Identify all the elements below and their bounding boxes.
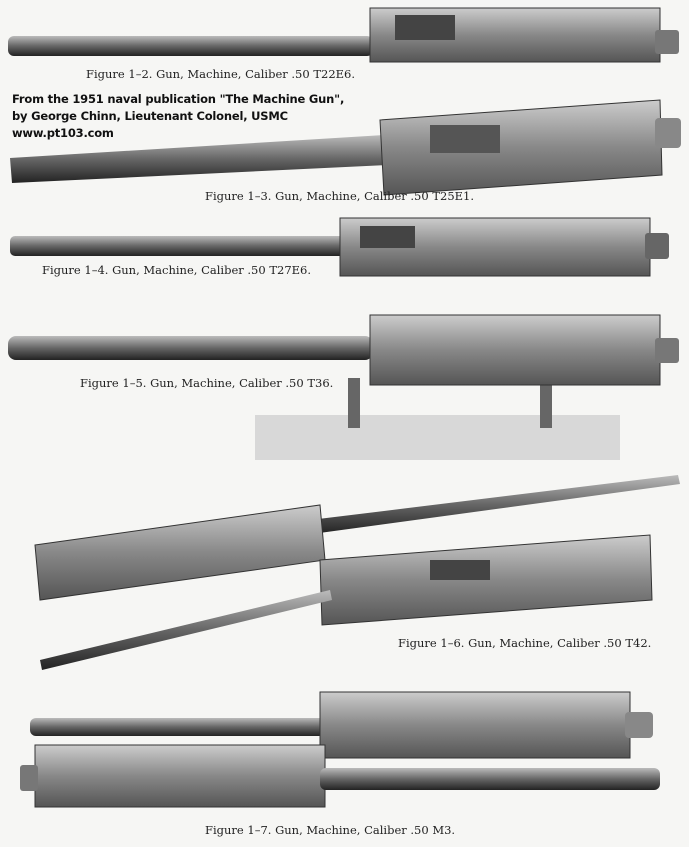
credit-line-1: From the 1951 naval publication "The Mac… [12, 92, 345, 106]
gun-m3-image [20, 691, 660, 808]
caption-figure-1-6: Figure 1–6. Gun, Machine, Caliber .50 T4… [398, 636, 652, 650]
caption-figure-1-4: Figure 1–4. Gun, Machine, Caliber .50 T2… [42, 263, 312, 277]
gun-t42-image [34, 475, 680, 670]
gun-t36-image [8, 314, 679, 460]
caption-figure-1-3: Figure 1–3. Gun, Machine, Caliber .50 T2… [205, 189, 475, 203]
credit-website[interactable]: www.pt103.com [12, 126, 114, 140]
gun-t27e6-image [10, 217, 669, 277]
source-credit: From the 1951 naval publication "The Mac… [12, 91, 344, 142]
caption-figure-1-2: Figure 1–2. Gun, Machine, Caliber .50 T2… [86, 67, 356, 81]
credit-line-2: by George Chinn, Lieutenant Colonel, USM… [12, 109, 288, 123]
gun-t25e1-image [10, 99, 681, 196]
caption-figure-1-5: Figure 1–5. Gun, Machine, Caliber .50 T3… [80, 376, 334, 390]
gun-t22e6-image [8, 7, 679, 63]
caption-figure-1-7: Figure 1–7. Gun, Machine, Caliber .50 M3… [205, 823, 456, 837]
